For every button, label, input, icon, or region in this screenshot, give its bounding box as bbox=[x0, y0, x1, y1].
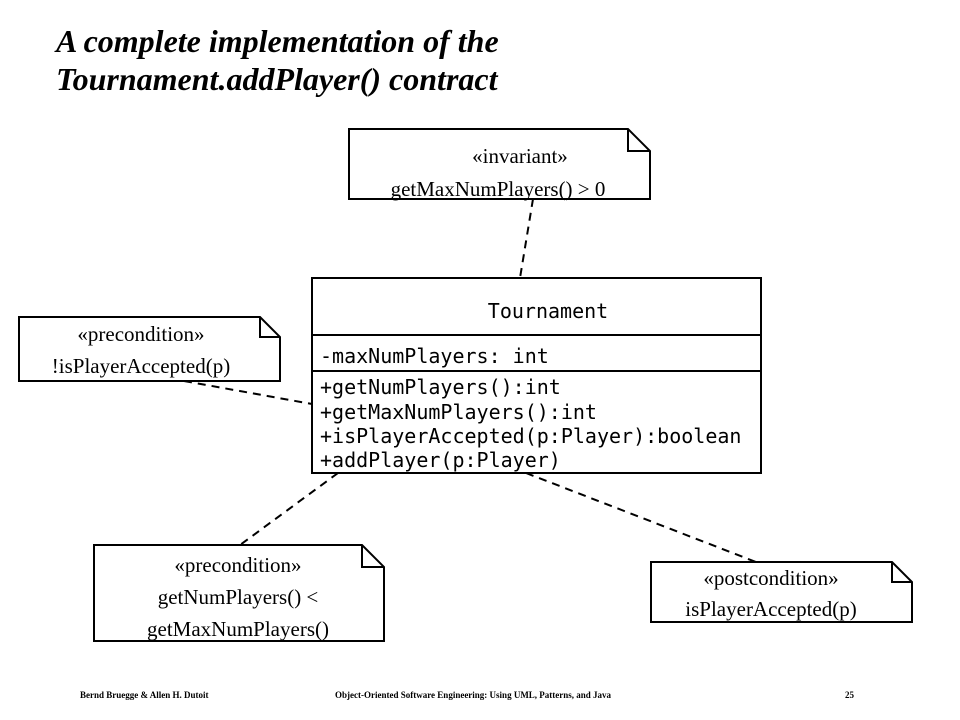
precondition-1-connector bbox=[183, 380, 313, 405]
note-connectors bbox=[183, 198, 757, 563]
class-operation: +isPlayerAccepted(p:Player):boolean bbox=[320, 424, 741, 448]
footer-page-number: 25 bbox=[845, 690, 854, 700]
precondition-1-stereotype: «precondition» bbox=[77, 322, 204, 346]
invariant-note: «invariant» getMaxNumPlayers() > 0 bbox=[348, 128, 651, 201]
invariant-connector bbox=[519, 198, 534, 279]
precondition-note-2-corner-fold bbox=[361, 545, 384, 568]
slide-title-line-2: Tournament.addPlayer() contract bbox=[56, 61, 498, 97]
invariant-stereotype: «invariant» bbox=[472, 144, 568, 168]
precondition-note-1-shape bbox=[18, 316, 281, 382]
class-box bbox=[311, 277, 762, 474]
postcondition-connector bbox=[525, 472, 757, 563]
precondition-note-2: «precondition» getNumPlayers() < getMaxN… bbox=[93, 544, 385, 642]
invariant-note-shape bbox=[348, 128, 651, 200]
slide-title-line-1: A complete implementation of the bbox=[56, 23, 499, 59]
class-operation: +getMaxNumPlayers():int bbox=[320, 400, 597, 424]
precondition-note-1-corner-fold bbox=[259, 317, 280, 338]
footer-authors: Bernd Bruegge & Allen H. Dutoit bbox=[80, 690, 209, 700]
precondition-2-stereotype: «precondition» bbox=[174, 553, 301, 577]
invariant-note-corner-fold bbox=[627, 129, 650, 152]
tournament-class: Tournament -maxNumPlayers: int +getNumPl… bbox=[311, 277, 762, 474]
class-operation: +getNumPlayers():int bbox=[320, 375, 561, 399]
class-operation: +addPlayer(p:Player) bbox=[320, 448, 561, 472]
precondition-note-1: «precondition» !isPlayerAccepted(p) bbox=[18, 316, 281, 382]
postcondition-note: «postcondition» isPlayerAccepted(p) bbox=[650, 561, 913, 623]
precondition-1-expression: !isPlayerAccepted(p) bbox=[52, 354, 230, 378]
invariant-expression: getMaxNumPlayers() > 0 bbox=[391, 177, 606, 201]
footer-book-title: Object-Oriented Software Engineering: Us… bbox=[335, 690, 612, 700]
precondition-note-2-shape bbox=[93, 544, 385, 642]
postcondition-note-corner-fold bbox=[891, 562, 912, 583]
slide-title: A complete implementation of the Tournam… bbox=[56, 22, 499, 98]
postcondition-note-shape bbox=[650, 561, 913, 623]
class-name: Tournament bbox=[488, 299, 608, 323]
precondition-2-connector bbox=[239, 472, 339, 546]
precondition-2-expression-line-2: getMaxNumPlayers() bbox=[147, 617, 329, 641]
postcondition-stereotype: «postcondition» bbox=[703, 566, 838, 590]
class-attribute: -maxNumPlayers: int bbox=[320, 344, 549, 368]
postcondition-expression: isPlayerAccepted(p) bbox=[685, 597, 856, 621]
precondition-2-expression-line-1: getNumPlayers() < bbox=[158, 585, 319, 609]
